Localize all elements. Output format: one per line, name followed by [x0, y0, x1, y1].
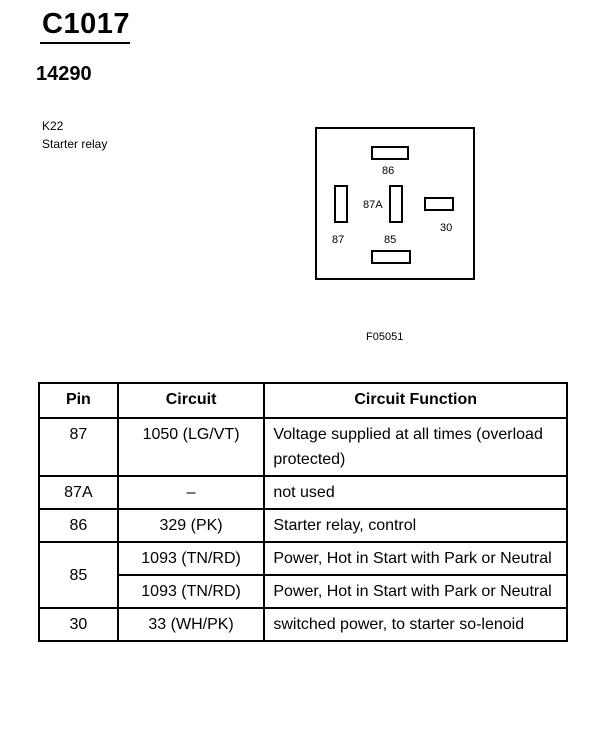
circuit-cell: 1093 (TN/RD)	[116, 574, 266, 609]
pin-cell: 86	[38, 508, 119, 543]
terminal-87a	[389, 185, 403, 223]
function-cell: switched power, to starter so-lenoid	[263, 607, 568, 642]
pin-cell: 87	[38, 417, 119, 477]
pin-label-87: 87	[332, 234, 345, 246]
circuit-cell: 33 (WH/PK)	[116, 607, 266, 642]
circuit-cell: 1093 (TN/RD)	[116, 541, 266, 576]
function-cell: Voltage supplied at all times (overload …	[263, 417, 568, 477]
terminal-85	[371, 250, 411, 264]
pin-label-86: 86	[382, 165, 395, 177]
pin-cell: 85	[38, 541, 119, 609]
pin-label-87a: 87A	[363, 199, 383, 211]
terminal-87	[334, 185, 348, 223]
connector-id: C1017	[42, 8, 130, 40]
circuit-cell: –	[116, 475, 266, 510]
relay-connector-diagram: 86 87 87A 85 30	[315, 127, 475, 280]
pinout-table: Pin Circuit Circuit Function 87 1050 (LG…	[38, 382, 568, 642]
circuit-cell: 329 (PK)	[116, 508, 266, 543]
column-header-function: Circuit Function	[263, 382, 568, 419]
component-name: Starter relay	[42, 137, 108, 151]
column-header-pin: Pin	[38, 382, 119, 419]
function-cell: not used	[263, 475, 568, 510]
terminal-30	[424, 197, 454, 211]
title-underline	[40, 42, 130, 44]
pin-cell: 87A	[38, 475, 119, 510]
pin-label-85: 85	[384, 234, 397, 246]
function-cell: Power, Hot in Start with Park or Neutral	[263, 541, 568, 576]
table-row: 87 1050 (LG/VT) Voltage supplied at all …	[38, 417, 568, 477]
pin-cell: 30	[38, 607, 119, 642]
function-cell: Power, Hot in Start with Park or Neutral	[263, 574, 568, 609]
table-row: 86 329 (PK) Starter relay, control	[38, 508, 568, 543]
table-header-row: Pin Circuit Circuit Function	[38, 382, 568, 419]
table-row: 85 1093 (TN/RD) Power, Hot in Start with…	[38, 541, 568, 609]
component-code: K22	[42, 119, 64, 133]
terminal-86	[371, 146, 409, 160]
part-number: 14290	[36, 63, 92, 85]
table-row: 30 33 (WH/PK) switched power, to starter…	[38, 607, 568, 642]
table-row: 87A – not used	[38, 475, 568, 510]
figure-reference: F05051	[366, 331, 404, 343]
pin-label-30: 30	[440, 222, 453, 234]
table-row: 1093 (TN/RD) Power, Hot in Start with Pa…	[39, 574, 568, 609]
circuit-cell: 1050 (LG/VT)	[116, 417, 266, 477]
function-cell: Starter relay, control	[263, 508, 568, 543]
column-header-circuit: Circuit	[116, 382, 266, 419]
